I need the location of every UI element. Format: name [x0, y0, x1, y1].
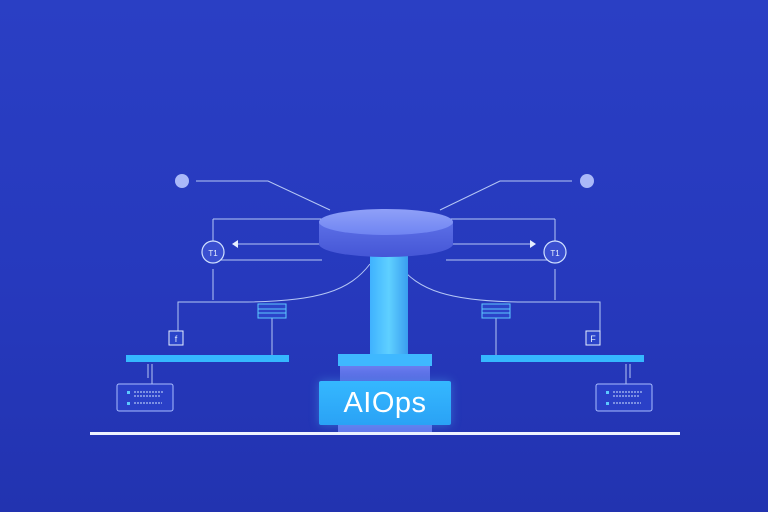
- line-frame-right: [446, 218, 556, 300]
- line-left-foot: [140, 364, 153, 385]
- line-top-right: [439, 180, 572, 211]
- left-box-badge: f: [175, 334, 178, 344]
- right-platform: [481, 355, 644, 362]
- left-ring-label: T1: [208, 249, 218, 258]
- arrowhead-left: [232, 240, 238, 248]
- top-left-node: [175, 174, 189, 188]
- right-ring-label: T1: [550, 249, 560, 258]
- aiops-label: AIOps: [343, 386, 427, 419]
- line-right-foot: [625, 364, 638, 385]
- line-top-left: [196, 180, 331, 211]
- line-curve-right: [397, 263, 601, 334]
- right-box-badge: F: [590, 334, 596, 344]
- arrowhead-right: [530, 240, 536, 248]
- right-info-panel: [595, 383, 653, 412]
- cylinder-cap: [319, 209, 453, 257]
- left-server-icon: [257, 303, 287, 319]
- aiops-banner: AIOps: [319, 381, 451, 425]
- left-platform: [126, 355, 289, 362]
- left-ring-node: T1: [201, 240, 225, 264]
- left-info-panel: [116, 383, 174, 412]
- right-ring-node: T1: [543, 240, 567, 264]
- ground-line: [90, 432, 680, 435]
- left-small-box: f: [168, 330, 184, 346]
- right-small-box: F: [585, 330, 601, 346]
- top-right-node: [580, 174, 594, 188]
- line-curve-left: [177, 263, 371, 334]
- right-server-icon: [481, 303, 511, 319]
